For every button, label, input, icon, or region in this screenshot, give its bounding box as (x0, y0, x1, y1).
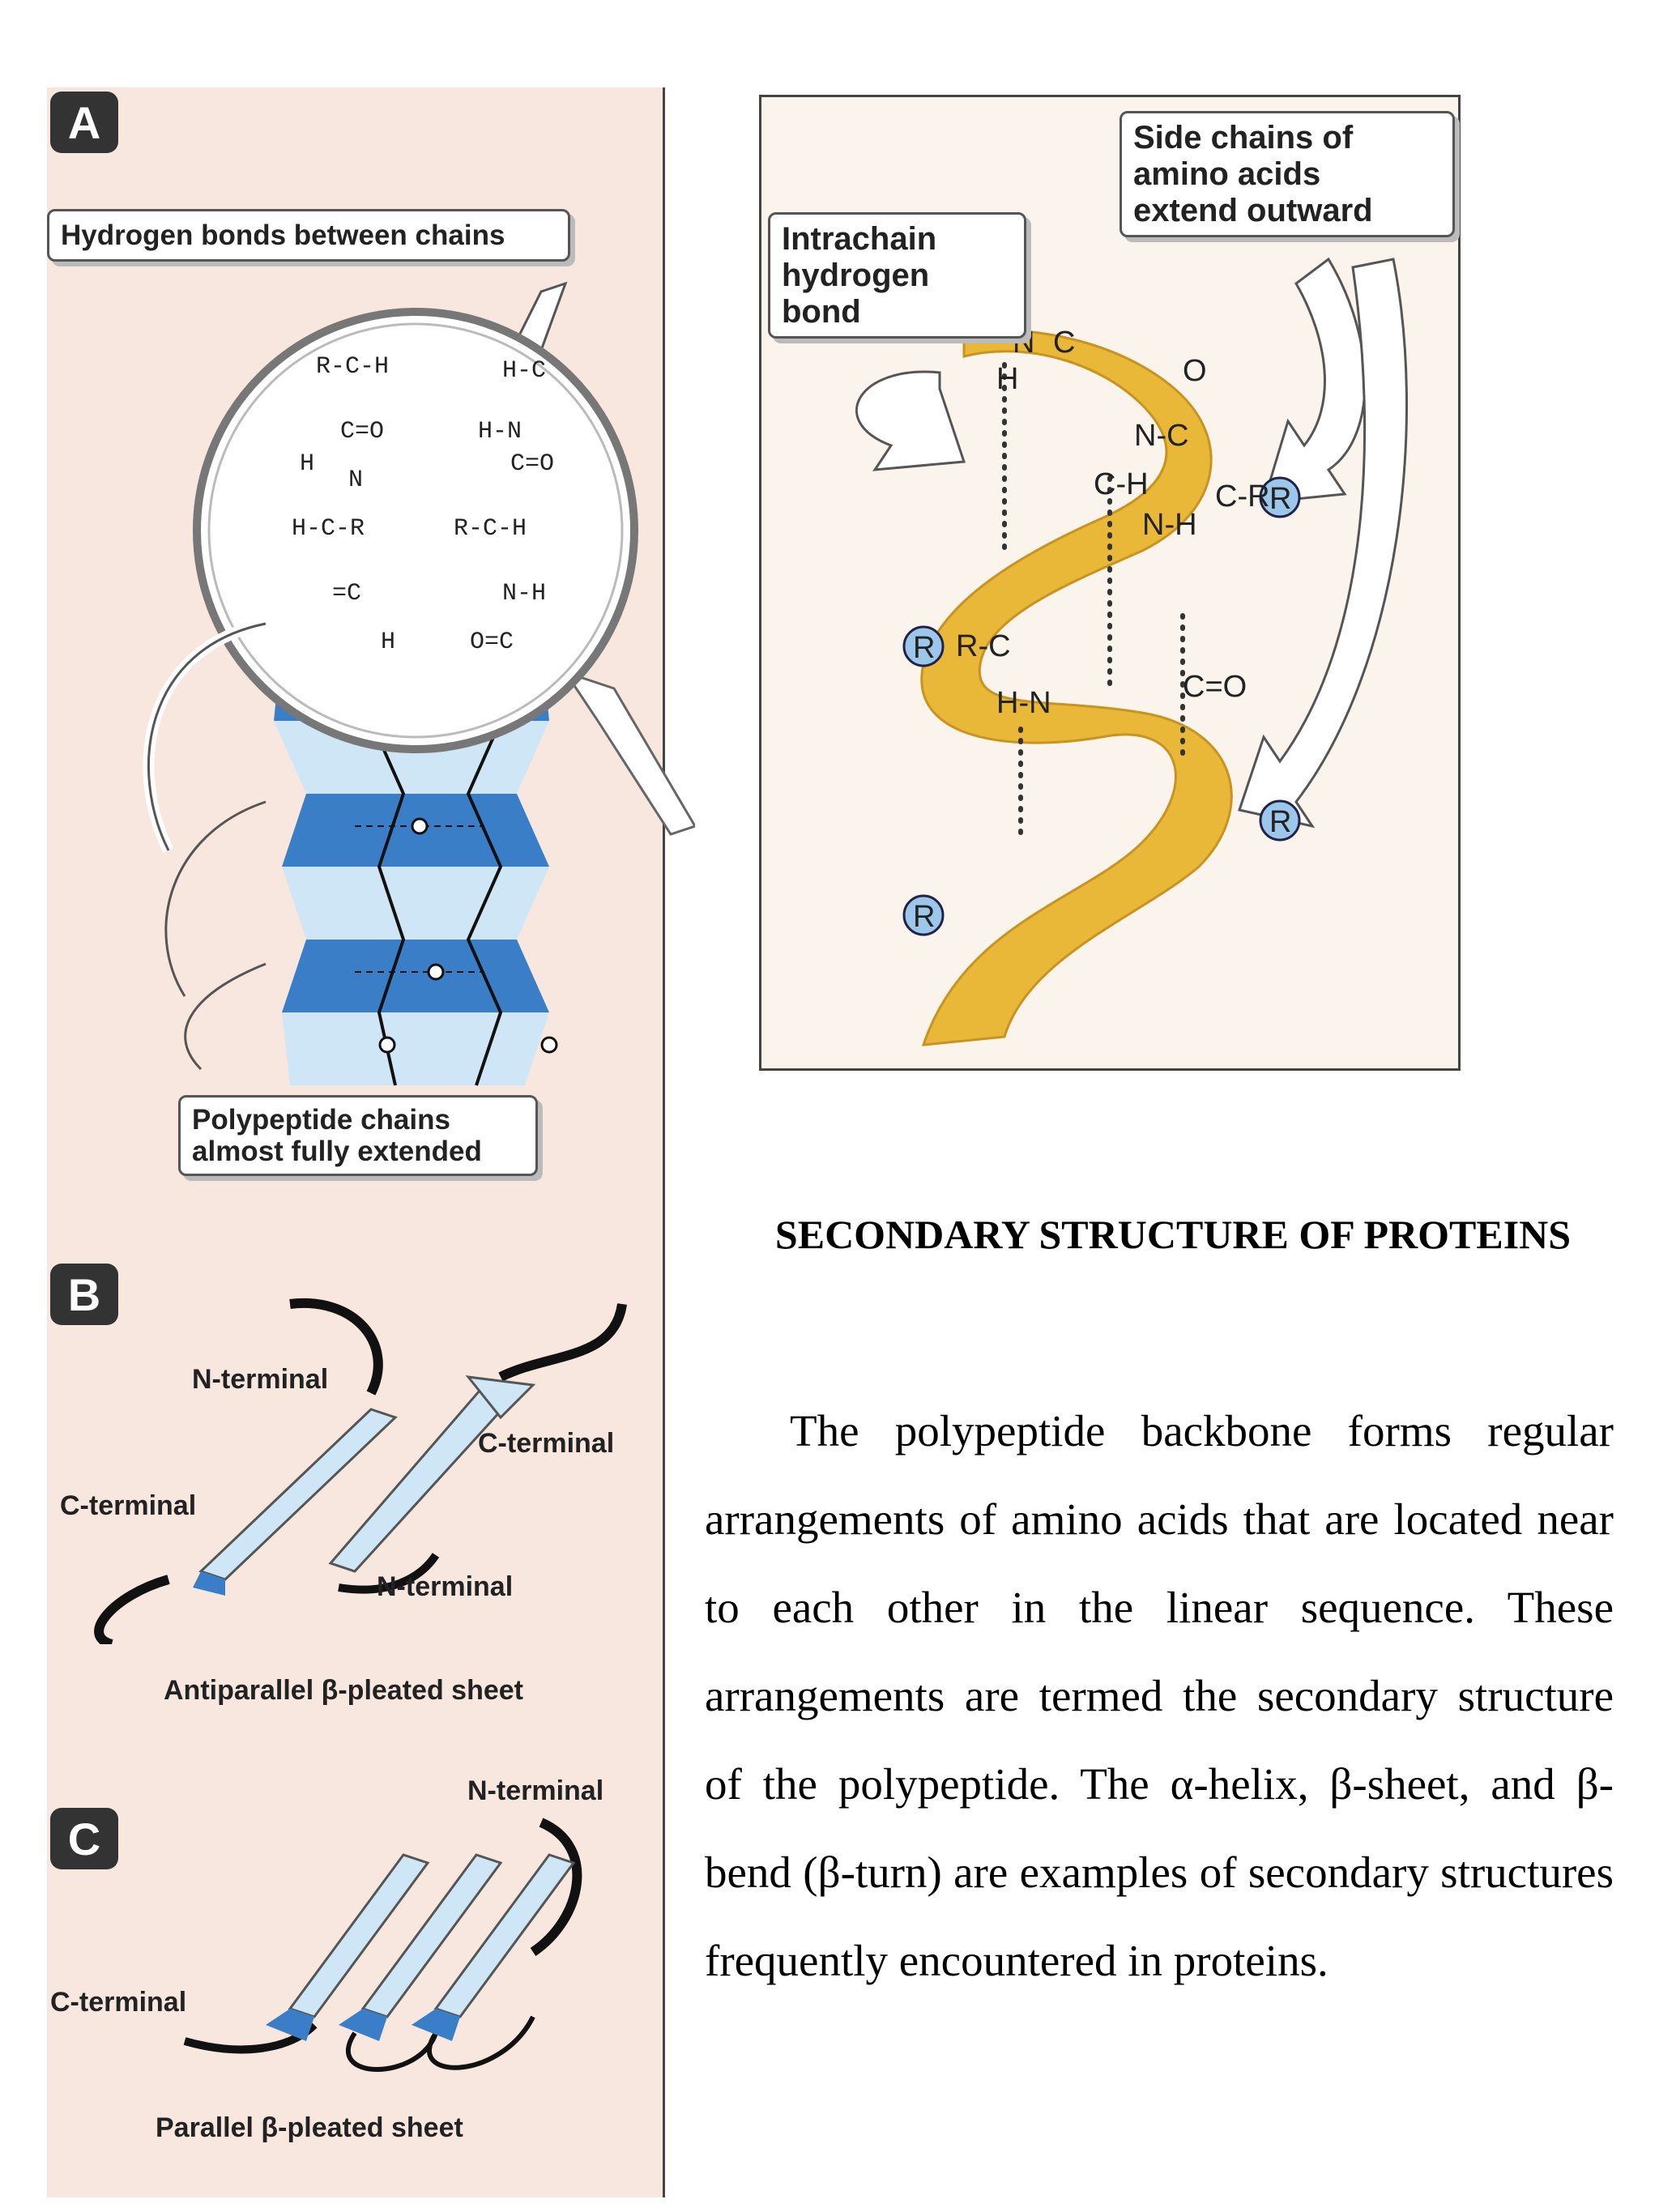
panel-a-badge: A (50, 92, 118, 153)
b-c-terminal-left: C-terminal (60, 1490, 197, 1521)
side-chains-callout-line-1: Side chains of (1133, 120, 1354, 156)
helix-atom-c: C (1053, 326, 1075, 360)
residue-r-3: R (1269, 805, 1291, 839)
c-c-terminal: C-terminal (50, 1987, 187, 2018)
helix-atom-r-c: R-C (956, 629, 1011, 663)
polypeptide-callout-line-2: almost fully extended (192, 1136, 482, 1168)
article-paragraph: The polypeptide backbone forms regular a… (705, 1406, 1614, 1985)
residue-r-4: R (913, 900, 935, 934)
b-n-terminal-top: N-terminal (192, 1364, 329, 1395)
helix-ribbon (920, 329, 1233, 1046)
atom-c-o-left: C=O (340, 418, 384, 445)
atom-c-bond: =C (332, 580, 361, 607)
hydrogen-bonds-callout: Hydrogen bonds between chains (47, 209, 570, 262)
side-chain-arrow-lower (1238, 258, 1408, 829)
helix-atom-c-o: C=O (1183, 670, 1247, 704)
helix-atom-n-h: N-H (1142, 508, 1197, 542)
polypeptide-chains-callout: Polypeptide chains almost fully extended (178, 1095, 538, 1177)
atom-n-left: N (348, 467, 363, 494)
parallel-sheet-illustration (183, 1818, 582, 2072)
c-caption: Parallel β-pleated sheet (156, 2112, 463, 2143)
hydrogen-bonds-callout-text: Hydrogen bonds between chains (61, 219, 505, 251)
atom-o-c-bottom: O=C (470, 629, 514, 656)
atom-h-c-r: H-C-R (292, 515, 365, 543)
magnifying-glass (193, 308, 695, 836)
helix-atom-o: O (1183, 354, 1207, 388)
polypeptide-callout-line-1: Polypeptide chains (192, 1104, 450, 1136)
section-heading: SECONDARY STRUCTURE OF PROTEINS (774, 1212, 1572, 1257)
helix-atom-h: H (996, 362, 1018, 396)
b-c-terminal-right: C-terminal (478, 1428, 615, 1459)
intrachain-hbond-callout: Intrachain hydrogen bond (768, 212, 1026, 339)
panel-c-badge: C (50, 1808, 118, 1869)
helix-atom-c-r: C-R (1215, 479, 1270, 514)
antiparallel-sheet-illustration (94, 1298, 627, 1644)
alpha-helix-illustration: R R R R N C H O N-C C-H C-R N-H R-C H-N … (855, 257, 1408, 1046)
intrachain-callout-line-3: bond (782, 293, 861, 330)
intrachain-arrow (855, 370, 966, 471)
b-n-terminal-bottom: N-terminal (377, 1571, 514, 1602)
helix-atom-n-c: N-C (1134, 419, 1189, 453)
side-chains-callout: Side chains of amino acids extend outwar… (1120, 111, 1455, 238)
article-body: The polypeptide backbone forms regular a… (705, 1387, 1614, 2005)
magnifier-molecule-labels: R-C-H H-C C=O H-N H N C=O H-C-R R-C-H =C… (292, 353, 554, 656)
atom-r-c-h-right: R-C-H (454, 515, 527, 543)
atom-h-left: H (300, 450, 314, 478)
helix-atom-h-n: H-N (996, 686, 1051, 720)
intrachain-callout-line-2: hydrogen (782, 257, 930, 293)
c-n-terminal: N-terminal (467, 1775, 604, 1806)
side-chains-callout-line-2: amino acids (1133, 156, 1321, 192)
helix-atom-c-h: C-H (1094, 467, 1149, 501)
atom-h-c-top: H-C (502, 357, 546, 385)
b-caption: Antiparallel β-pleated sheet (164, 1675, 523, 1706)
intrachain-callout-line-1: Intrachain (782, 221, 937, 257)
atom-r-c-h-top: R-C-H (316, 353, 389, 381)
atom-c-o-right: C=O (510, 450, 554, 478)
side-chain-arrow-upper (1261, 257, 1367, 504)
atom-n-h: N-H (502, 580, 546, 607)
atom-h-bottom: H (381, 629, 395, 656)
side-chains-callout-line-3: extend outward (1133, 192, 1373, 228)
atom-h-n-right: H-N (478, 418, 522, 445)
residue-r-2: R (913, 631, 935, 665)
beta-sheet-magnifier-illustration (143, 281, 695, 1086)
panel-b-badge: B (50, 1264, 118, 1325)
residue-r-1: R (1269, 482, 1291, 516)
